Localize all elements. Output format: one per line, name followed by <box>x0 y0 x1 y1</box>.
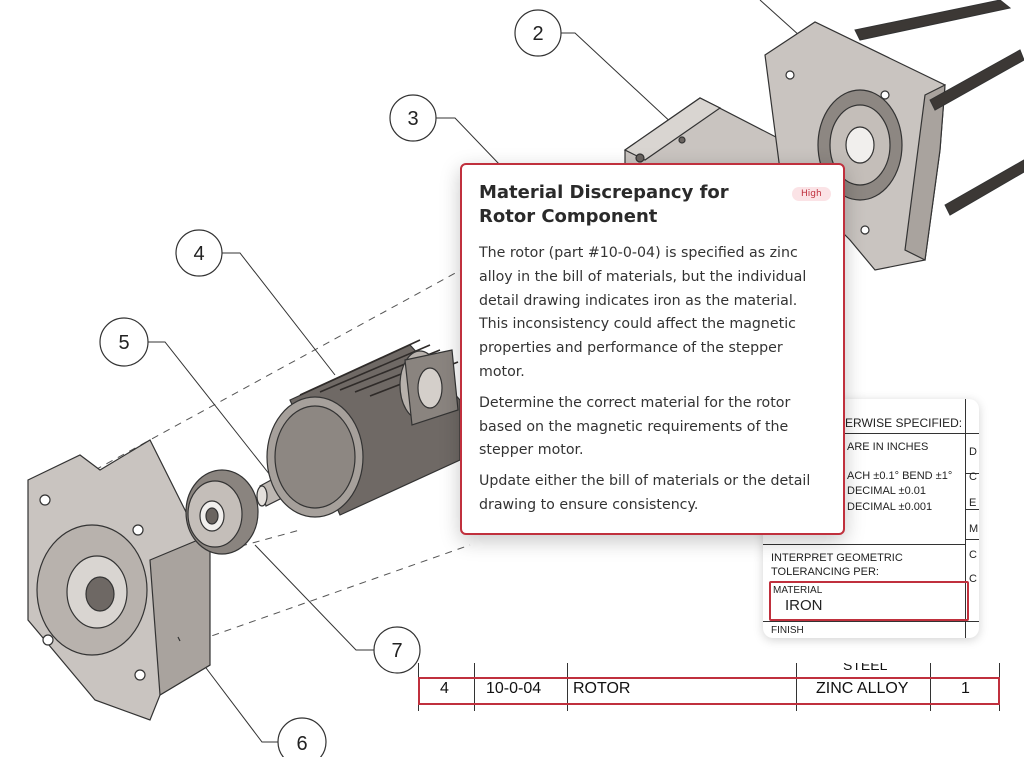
side-letter: C <box>969 471 977 483</box>
finish-label: FINISH <box>771 625 804 636</box>
issue-popup[interactable]: Material Discrepancy for Rotor Component… <box>460 163 845 535</box>
balloon-5: 5 <box>99 317 149 367</box>
bom-material-above: STEEL <box>843 663 888 673</box>
issue-title: Material Discrepancy for Rotor Component <box>479 182 729 227</box>
severity-badge: High <box>792 187 831 201</box>
issue-description: The rotor (part #10-0-04) is specified a… <box>479 245 807 380</box>
balloon-number: 3 <box>407 108 418 130</box>
balloon-number: 2 <box>532 23 543 45</box>
material-value: IRON <box>785 597 823 614</box>
bearing-part-left <box>185 469 259 555</box>
angular-tolerance: ACH ±0.1° BEND ±1° <box>847 470 953 482</box>
balloon-3: 3 <box>389 94 437 142</box>
material-label: MATERIAL <box>773 585 823 596</box>
leader-lines <box>148 0 811 743</box>
three-place-tolerance: DECIMAL ±0.001 <box>847 501 933 513</box>
two-place-tolerance: DECIMAL ±0.01 <box>847 485 926 497</box>
side-letter: M <box>969 523 979 535</box>
balloon-6: 6 <box>277 717 327 757</box>
balloon-2: 2 <box>514 9 562 57</box>
balloon-number: 7 <box>391 640 402 662</box>
balloon-7: 7 <box>373 626 421 674</box>
bom-quantity: 1 <box>961 680 970 697</box>
issue-action: Update either the bill of materials or t… <box>479 473 811 513</box>
side-letter: C <box>969 549 977 561</box>
units-note: ARE IN INCHES <box>847 441 929 453</box>
balloon-number: 6 <box>296 733 307 755</box>
issue-recommendation: Determine the correct material for the r… <box>479 394 791 459</box>
threaded-rods <box>854 0 1024 216</box>
bom-part-number: 10-0-04 <box>486 680 542 697</box>
side-letter: C <box>969 573 977 585</box>
bom-description: ROTOR <box>573 680 631 697</box>
gdt-note-line2: TOLERANCING PER: <box>771 566 879 578</box>
bom-material: ZINC ALLOY <box>816 680 909 697</box>
balloon-number: 5 <box>118 332 129 354</box>
side-letter: D <box>969 446 977 458</box>
end-plate-part <box>27 439 211 721</box>
bom-item-number: 4 <box>440 680 449 697</box>
side-letter: E <box>969 497 977 509</box>
rotor-part <box>266 339 461 518</box>
tolerance-header: ERWISE SPECIFIED: <box>845 416 963 430</box>
material-highlight <box>769 581 969 621</box>
bill-of-materials: STEEL 4 10-0-04 ROTOR ZINC ALLOY 1 <box>418 663 1000 711</box>
balloon-4: 4 <box>175 229 223 277</box>
bom-row-highlight <box>418 677 1000 705</box>
balloon-number: 4 <box>193 243 204 265</box>
gdt-note-line1: INTERPRET GEOMETRIC <box>771 552 903 564</box>
